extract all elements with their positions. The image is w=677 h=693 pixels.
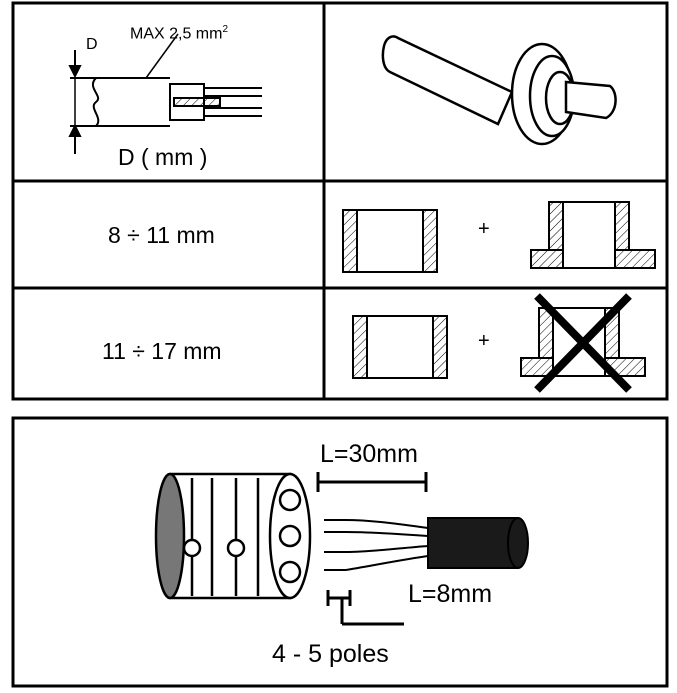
max-section-label: MAX 2,5 mm2 — [130, 24, 228, 43]
cable-diameter-drawing — [68, 33, 262, 154]
length-30mm-marker — [316, 472, 428, 492]
dimension-d-label: D — [86, 36, 98, 53]
row2-plus: + — [478, 330, 490, 352]
cable-gland-drawing — [381, 35, 617, 146]
stripping-panel — [11, 416, 669, 688]
diameter-caption: D ( mm ) — [118, 144, 208, 170]
row1-plus: + — [478, 218, 490, 240]
row2-range: 11 ÷ 17 mm — [102, 338, 222, 364]
connector-body-drawing — [154, 472, 312, 600]
inner-length-label: L=8mm — [408, 580, 493, 608]
stripped-cable-drawing — [324, 517, 529, 571]
row1-inserts-drawing — [342, 201, 656, 273]
max-section-exponent: 2 — [222, 24, 229, 35]
poles-caption: 4 - 5 poles — [272, 640, 389, 668]
length-8mm-marker — [326, 590, 404, 626]
row2-inserts-drawing — [352, 293, 646, 393]
row1-range: 8 ÷ 11 mm — [108, 222, 215, 248]
selection-table — [11, 1, 669, 401]
outer-length-label: L=30mm — [320, 440, 418, 468]
max-section-text: MAX 2,5 mm — [130, 25, 223, 43]
